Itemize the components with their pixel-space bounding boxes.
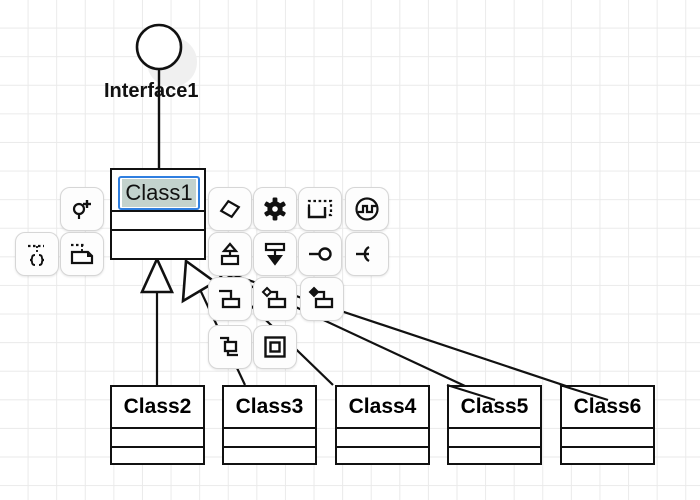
class2-attributes-compartment[interactable] (112, 429, 203, 448)
class4-operations-compartment[interactable] (337, 448, 428, 468)
note-comment-icon (68, 240, 96, 268)
generalization-button[interactable] (208, 232, 252, 276)
class-box-class6[interactable]: Class6 (560, 385, 659, 469)
association-to-class-button[interactable] (208, 277, 252, 321)
composition-icon (308, 286, 336, 312)
class1-attributes-compartment[interactable] (112, 212, 204, 231)
class2-name-compartment[interactable]: Class2 (112, 387, 203, 429)
interface-circle-icon[interactable] (135, 23, 183, 71)
class-box-class2[interactable]: Class2 (110, 385, 209, 469)
class2-operations-compartment[interactable] (112, 448, 203, 468)
class5-attributes-compartment[interactable] (449, 429, 540, 448)
class-box-class3[interactable]: Class3 (222, 385, 321, 469)
class3-operations-compartment[interactable] (224, 448, 315, 468)
association-button[interactable] (208, 187, 252, 231)
class-box-class4[interactable]: Class4 (335, 385, 434, 469)
signal-circle-icon (354, 196, 380, 222)
link-to-class-icon (216, 286, 244, 312)
class6-operations-compartment[interactable] (562, 448, 653, 468)
add-property-button[interactable] (60, 187, 104, 231)
class-name-input[interactable]: Class1 (118, 176, 200, 210)
class4-name-compartment[interactable]: Class4 (337, 387, 428, 429)
constraint-braces-icon (24, 241, 50, 267)
class1-operations-compartment[interactable] (112, 231, 204, 251)
add-region-button[interactable] (298, 187, 342, 231)
class-box-class1[interactable]: Class1 (110, 168, 206, 260)
gear-icon (262, 196, 288, 222)
nested-class-icon (216, 333, 244, 361)
provided-interface-button[interactable] (298, 232, 342, 276)
class3-name-compartment[interactable]: Class3 (224, 387, 315, 429)
add-constraint-button[interactable] (15, 232, 59, 276)
nested-classifier-button[interactable] (208, 325, 252, 369)
lollipop-icon (306, 241, 334, 267)
containment-icon (262, 334, 288, 360)
dashed-region-icon (306, 196, 334, 222)
class6-attributes-compartment[interactable] (562, 429, 653, 448)
required-interface-button[interactable] (345, 232, 389, 276)
class5-operations-compartment[interactable] (449, 448, 540, 468)
composition-button[interactable] (300, 277, 344, 321)
generalization-arrowhead-class2 (139, 255, 175, 294)
add-comment-button[interactable] (60, 232, 104, 276)
generalization-arrowhead-class3 (181, 258, 218, 304)
class-name-input-value[interactable]: Class1 (122, 179, 196, 207)
class4-attributes-compartment[interactable] (337, 429, 428, 448)
aggregation-icon (261, 286, 289, 312)
class3-attributes-compartment[interactable] (224, 429, 315, 448)
diamond-icon (217, 196, 243, 222)
interface-label: Interface1 (104, 80, 199, 102)
generalization-up-icon (217, 241, 243, 267)
class1-name-compartment[interactable] (112, 170, 204, 212)
class-box-class5[interactable]: Class5 (447, 385, 546, 469)
class5-name-compartment[interactable]: Class5 (449, 387, 540, 429)
realization-down-icon (261, 240, 289, 268)
containment-button[interactable] (253, 325, 297, 369)
realization-button[interactable] (253, 232, 297, 276)
socket-icon (353, 241, 381, 267)
add-property-icon (69, 196, 95, 222)
add-signal-button[interactable] (345, 187, 389, 231)
class6-name-compartment[interactable]: Class6 (562, 387, 653, 429)
aggregation-button[interactable] (253, 277, 297, 321)
add-operation-button[interactable] (253, 187, 297, 231)
